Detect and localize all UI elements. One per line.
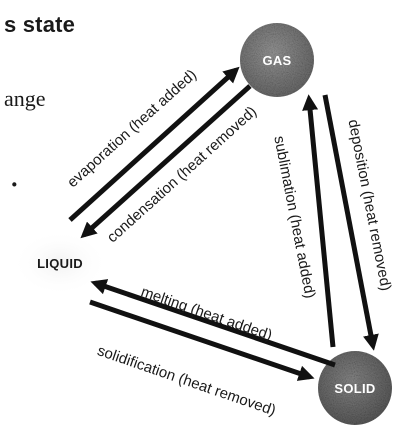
sublimation-arrow xyxy=(302,94,336,348)
condensation-arrow xyxy=(80,84,252,239)
solidification-arrow xyxy=(89,299,315,381)
solid-node: SOLID xyxy=(318,351,392,425)
melting-label: melting (heat added) xyxy=(139,283,275,344)
liquid-label: LIQUID xyxy=(37,256,83,271)
sublimation-label: sublimation (heat added) xyxy=(270,134,318,299)
bullet-dot: · xyxy=(10,170,19,199)
gas-node: GAS xyxy=(240,23,314,97)
solidification-label: solidification (heat removed) xyxy=(95,342,278,419)
gas-label: GAS xyxy=(262,53,291,68)
evaporation-arrow xyxy=(68,66,240,222)
page-title-fragment: s state xyxy=(4,12,76,37)
deposition-label: deposition (heat removed) xyxy=(344,118,394,292)
deposition-arrow xyxy=(322,94,379,351)
liquid-node: LIQUID xyxy=(16,233,104,293)
melting-arrow xyxy=(90,279,336,368)
solid-label: SOLID xyxy=(334,381,375,396)
body-text-fragment: ange xyxy=(4,86,46,111)
